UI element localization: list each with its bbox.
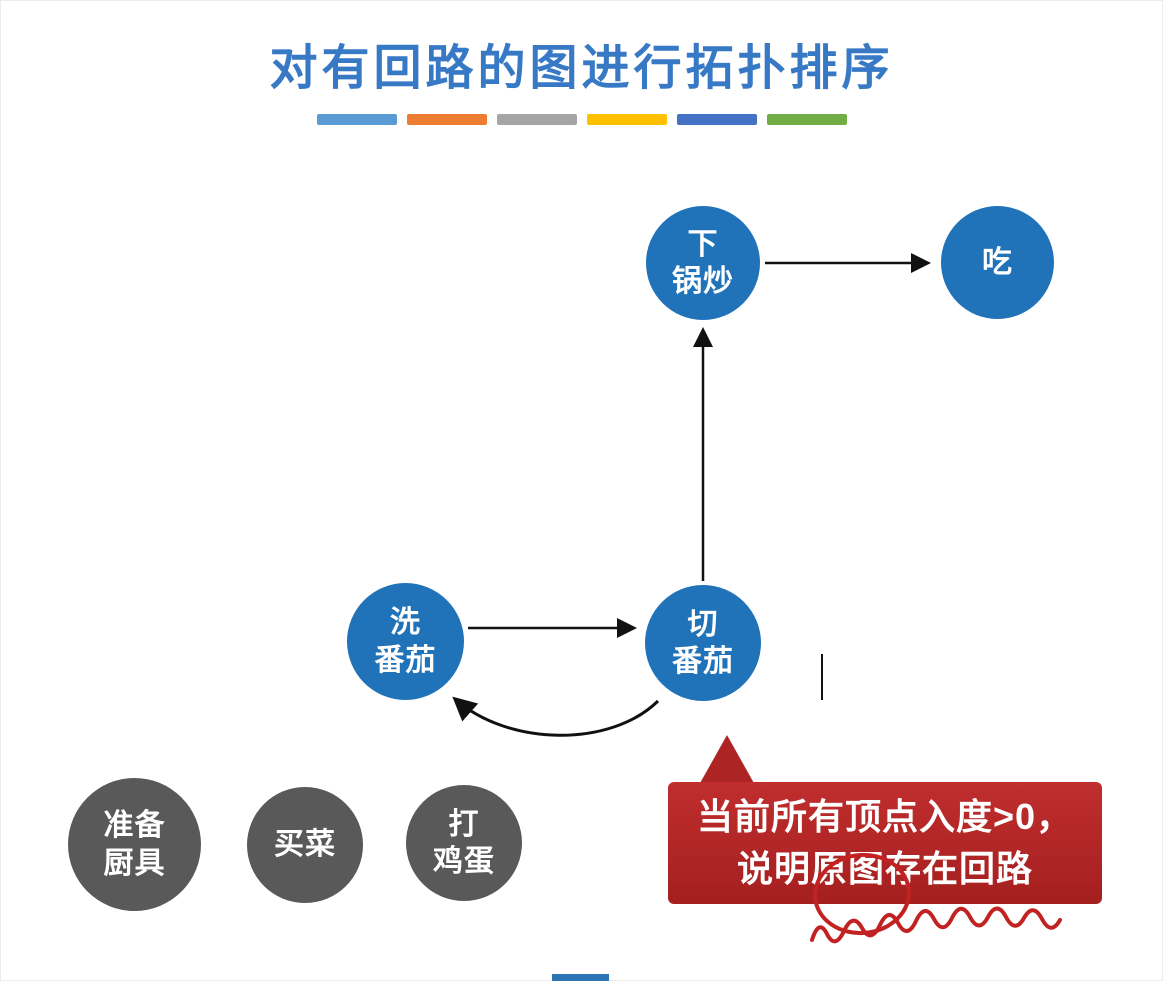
edge-cuttomato-to-washtomato-cycle [452, 696, 660, 737]
node-buy-groceries: 买菜 [247, 787, 363, 903]
node-wash-tomato-label: 洗 番茄 [374, 606, 437, 677]
page-title: 对有回路的图进行拓扑排序 [269, 42, 894, 95]
title-divider [0, 114, 1163, 125]
cycle-warning-callout: 当前所有顶点入度>0， 说明原图存在回路 [668, 782, 1102, 904]
node-cut-tomato: 切 番茄 [645, 585, 761, 701]
node-stir-fry-label: 下 锅炒 [672, 227, 734, 299]
callout-pointer-triangle [699, 735, 755, 785]
divider-segment-orange [406, 114, 487, 125]
node-beat-eggs: 打 鸡蛋 [406, 785, 522, 901]
node-beat-eggs-label: 打 鸡蛋 [433, 807, 495, 879]
divider-segment-green [766, 114, 847, 125]
node-prepare-kitchenware-label: 准备 厨具 [103, 809, 166, 880]
divider-segment-gray [496, 114, 577, 125]
divider-segment-blue [316, 114, 397, 125]
node-eat: 吃 [941, 206, 1054, 319]
node-prepare-kitchenware: 准备 厨具 [68, 778, 201, 911]
cycle-warning-text: 当前所有顶点入度>0， 说明原图存在回路 [696, 795, 1074, 889]
node-buy-groceries-label: 买菜 [274, 828, 336, 862]
bottom-accent-bar [552, 974, 609, 981]
node-eat-label: 吃 [982, 245, 1013, 279]
divider-segment-darkblue [676, 114, 757, 125]
node-stir-fry: 下 锅炒 [646, 206, 760, 320]
divider-segment-yellow [586, 114, 667, 125]
node-cut-tomato-label: 切 番茄 [672, 607, 734, 679]
node-wash-tomato: 洗 番茄 [347, 583, 464, 700]
